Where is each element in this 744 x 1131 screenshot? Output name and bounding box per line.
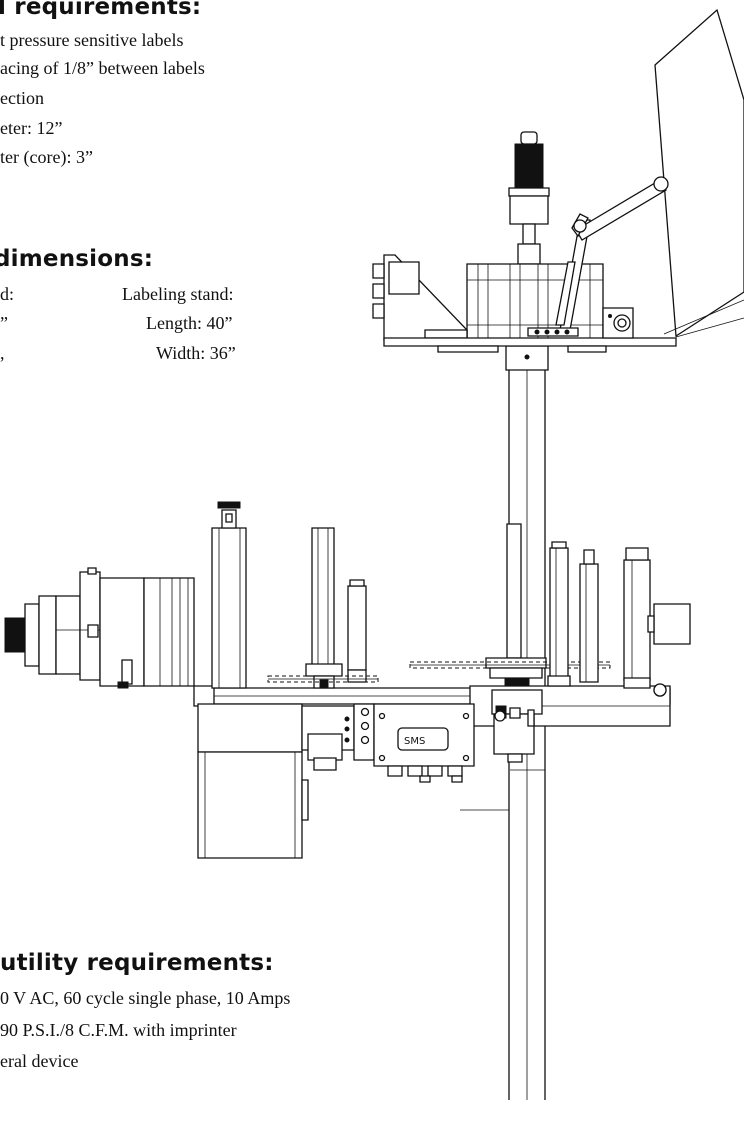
- dimensions-left-line-1: d:: [0, 284, 15, 304]
- label-req-line-2: acing of 1/8” between labels: [0, 58, 205, 78]
- label-web: [268, 662, 610, 682]
- drive-box: [198, 704, 374, 858]
- dimensions-heading: dimensions:: [0, 246, 154, 272]
- label-requirements-heading: l requirements:: [0, 0, 202, 20]
- labeling-stand-length: Length: 40”: [146, 313, 233, 333]
- controller-box: SMS: [374, 704, 474, 782]
- label-req-line-4: eter: 12”: [0, 118, 63, 138]
- utility-line-3: eral device: [0, 1051, 79, 1071]
- dimensions-left-line-2: ”: [0, 313, 8, 333]
- roll-post-left: [208, 502, 246, 714]
- utility-line-2: 90 P.S.I./8 C.F.M. with imprinter: [0, 1020, 237, 1040]
- label-req-line-5: ter (core): 3”: [0, 147, 93, 167]
- applicator-motor: [5, 568, 214, 706]
- utility-line-1: 0 V AC, 60 cycle single phase, 10 Amps: [0, 988, 291, 1008]
- labeling-stand-title: Labeling stand:: [122, 284, 234, 304]
- controller-label: SMS: [404, 736, 425, 747]
- labeling-stand-width: Width: 36”: [156, 343, 236, 363]
- beacon-light: [509, 132, 549, 264]
- label-req-line-1: t pressure sensitive labels: [0, 30, 184, 50]
- top-assembly: [373, 10, 744, 352]
- utility-requirements-heading: utility requirements:: [0, 950, 274, 976]
- center-post: [486, 524, 546, 762]
- roll-post-middle: [306, 528, 366, 688]
- right-rollers: [548, 542, 690, 696]
- dimensions-left-line-3: ,: [0, 343, 5, 363]
- label-req-line-3: ection: [0, 88, 44, 108]
- display-panel: [655, 10, 744, 336]
